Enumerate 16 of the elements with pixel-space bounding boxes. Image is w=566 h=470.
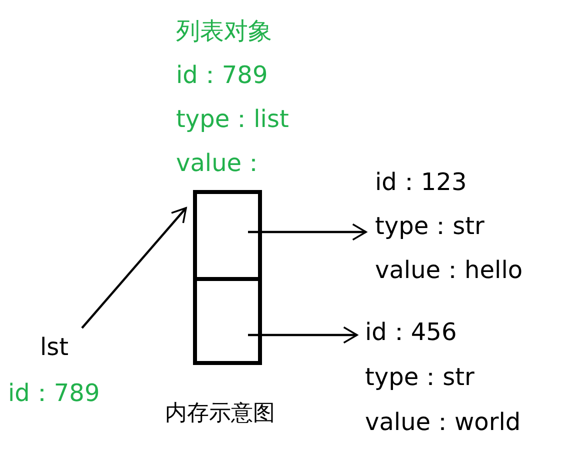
arrow xyxy=(81,207,187,329)
object-label: lst xyxy=(40,333,69,361)
object-label: id：789 xyxy=(176,61,268,89)
object-label: id：789 xyxy=(8,379,100,407)
object-label: value：world xyxy=(365,408,521,436)
caption-label: 内存示意图 xyxy=(165,400,275,428)
arrow xyxy=(248,223,367,241)
object-label: type：str xyxy=(375,212,484,240)
object-label: 列表对象 xyxy=(176,17,272,45)
object-label: type：list xyxy=(176,105,289,133)
object-label: value：hello xyxy=(375,256,523,284)
arrow xyxy=(248,326,358,344)
object-label: id：456 xyxy=(365,318,457,346)
object-label: type：str xyxy=(365,363,474,391)
object-label: value： xyxy=(176,149,266,177)
object-label: id：123 xyxy=(375,168,467,196)
